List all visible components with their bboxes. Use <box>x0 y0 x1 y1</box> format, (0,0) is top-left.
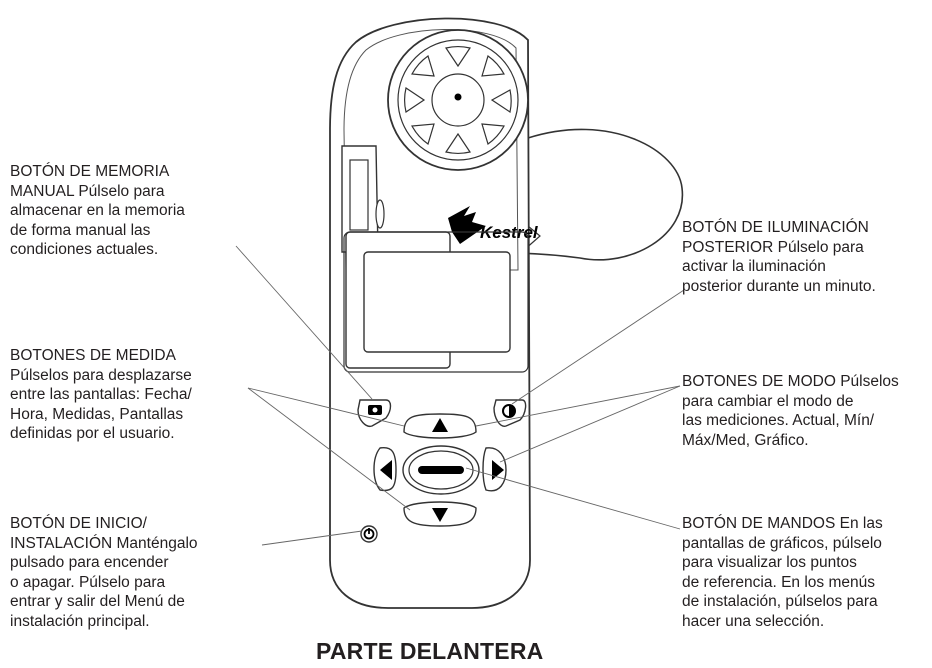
leader-measure-down <box>247 387 411 511</box>
callout-backlight-heading: BOTÓN DE ILUMINACIÓN POSTERIOR <box>682 219 869 256</box>
device-inner-rim <box>343 29 519 271</box>
callout-command-heading: BOTÓN DE MANDOS <box>682 515 836 532</box>
impeller-center-dot <box>454 93 462 101</box>
callout-memory-button: BOTÓN DE MEMORIA MANUAL Púlselo para alm… <box>10 162 260 260</box>
callout-command-button: BOTÓN DE MANDOS En las pantallas de gráf… <box>682 514 932 632</box>
up-button[interactable] <box>403 413 477 439</box>
callout-memory-heading: BOTÓN DE MEMORIA MANUAL <box>10 163 170 200</box>
callout-start-text: Manténgalo pulsado para encender o apaga… <box>10 534 198 630</box>
callout-mode-buttons: BOTONES DE MODO Púlselos para cambiar el… <box>682 372 932 450</box>
callout-measure-text: Púlselos para desplazarse entre las pant… <box>10 366 192 443</box>
side-clip-slot <box>349 159 369 231</box>
impeller-blades <box>404 46 512 154</box>
down-arrow-icon <box>432 508 448 522</box>
right-button[interactable] <box>482 447 507 492</box>
leader-start <box>261 530 363 546</box>
right-arrow-icon <box>492 460 504 480</box>
power-button[interactable] <box>360 525 378 543</box>
minus-bar-icon <box>418 466 464 474</box>
side-clip-knob <box>375 199 385 229</box>
leader-command <box>465 467 681 530</box>
backlight-button[interactable] <box>493 399 527 427</box>
left-button[interactable] <box>373 446 397 492</box>
leader-backlight <box>511 289 685 405</box>
callout-backlight-button: BOTÓN DE ILUMINACIÓN POSTERIOR Púlselo p… <box>682 218 932 296</box>
leader-measure-up <box>247 387 405 427</box>
leader-mode-left <box>475 385 681 427</box>
callout-mode-text: Púlselos para cambiar el modo de las med… <box>682 373 899 449</box>
command-button[interactable] <box>402 445 480 495</box>
display-frame <box>343 231 529 373</box>
leader-lines <box>235 245 685 546</box>
down-button[interactable] <box>403 501 477 527</box>
display-screen <box>363 251 511 353</box>
callout-memory-text: Púlselo para almacenar en la memoria de … <box>10 182 185 259</box>
callout-backlight-text: Púlselo para activar la iluminación post… <box>682 238 876 295</box>
impeller-ring <box>397 39 519 161</box>
callout-start-heading: BOTÓN DE INICIO/ INSTALACIÓN <box>10 515 147 552</box>
left-arrow-icon <box>380 460 392 480</box>
leader-mode-right <box>499 385 681 463</box>
leader-memory <box>235 245 373 400</box>
callout-measure-buttons: BOTONES DE MEDIDA Púlselos para desplaza… <box>10 346 270 444</box>
callout-mode-heading: BOTONES DE MODO <box>682 373 836 390</box>
memory-button[interactable] <box>357 399 392 427</box>
callout-measure-heading: BOTONES DE MEDIDA <box>10 347 176 364</box>
page-title: PARTE DELANTERA <box>316 638 544 664</box>
callout-start-button: BOTÓN DE INICIO/ INSTALACIÓN Manténgalo … <box>10 514 270 632</box>
kestrel-bird-logo <box>448 206 486 244</box>
up-arrow-icon <box>432 418 448 432</box>
callout-command-text: En las pantallas de gráficos, púlselo pa… <box>682 515 883 630</box>
